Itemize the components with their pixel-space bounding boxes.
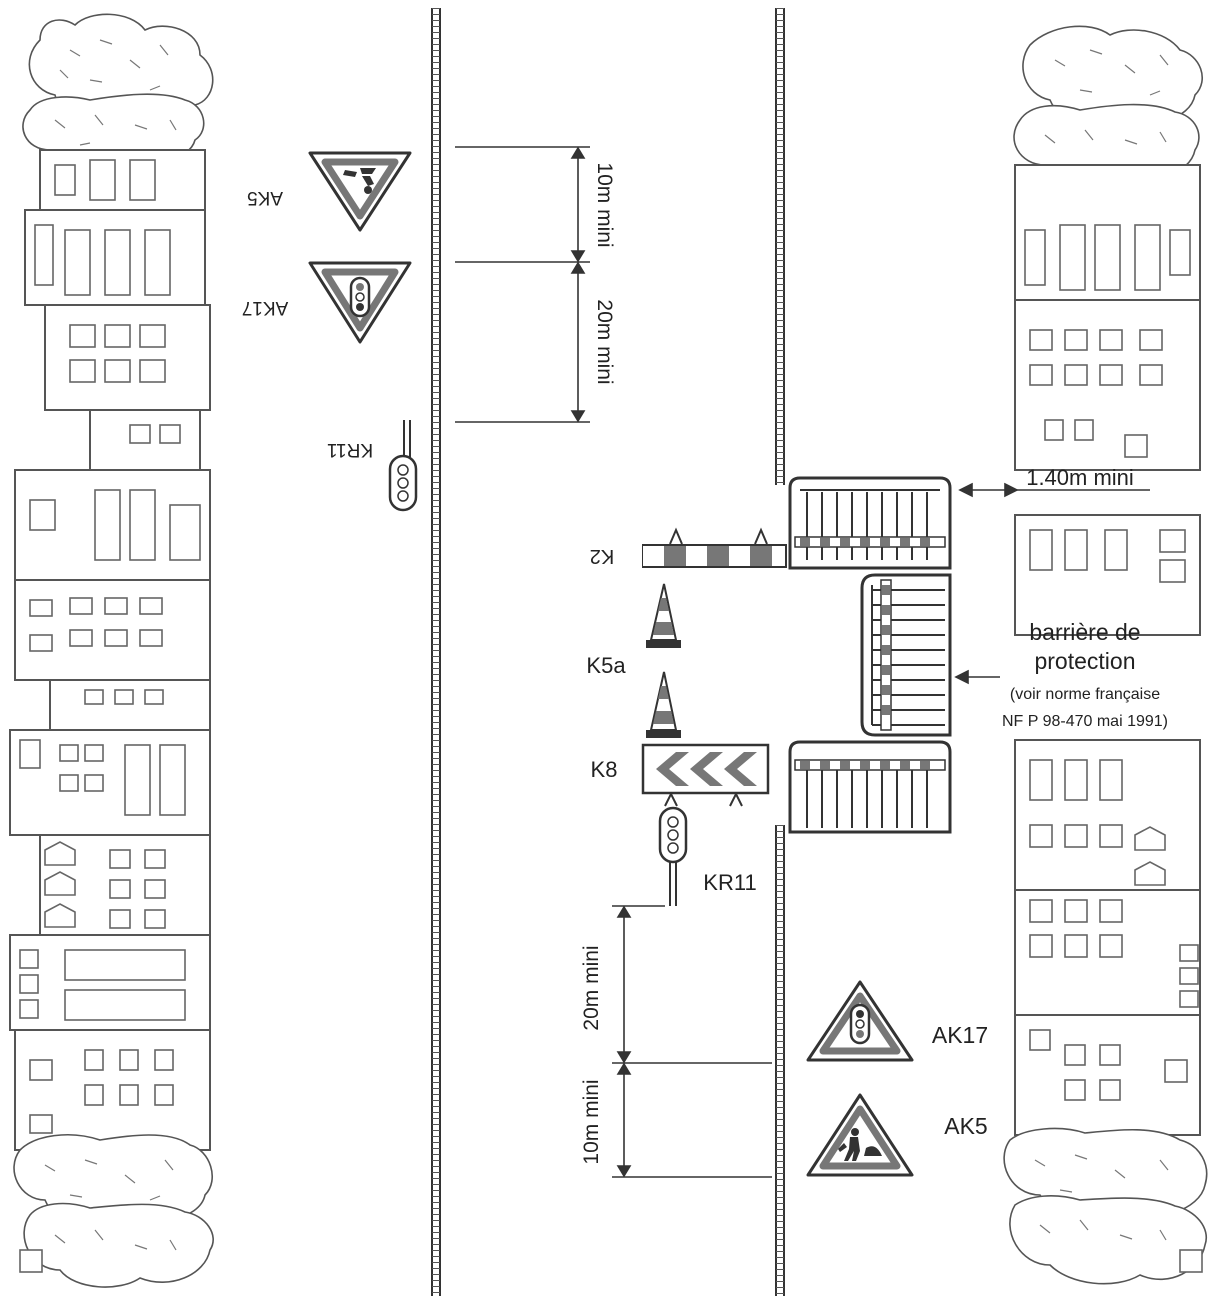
dim-10m-bottom-label: 10m mini xyxy=(580,1079,603,1164)
ak5-sign-bottom xyxy=(806,1093,914,1177)
barrier-label-line2: protection xyxy=(1034,648,1135,674)
dim-20m-top-label: 20m mini xyxy=(593,299,616,384)
dimension-bottom xyxy=(612,905,772,1178)
ak5-top-label: AK5 xyxy=(247,187,283,208)
kr11-bottom-label: KR11 xyxy=(703,870,756,895)
k5a-cone-bottom xyxy=(646,671,681,738)
k8-chevron-panel xyxy=(641,743,770,807)
dim-10m-top-label: 10m mini xyxy=(593,162,616,247)
ak17-sign-bottom xyxy=(806,980,914,1062)
norm-label-line1: (voir norme française xyxy=(1010,686,1160,703)
norm-label-line2: NF P 98-470 mai 1991) xyxy=(1002,713,1168,730)
left-buildings-illustration xyxy=(9,13,214,1288)
ak17-sign-top xyxy=(308,261,412,344)
road-edge-left xyxy=(431,8,441,1296)
left-trees-bottom xyxy=(13,1134,214,1288)
roadworker-icon xyxy=(343,168,376,194)
sidewalk-width-dimension xyxy=(958,482,1150,498)
ak5-bottom-label: AK5 xyxy=(944,1113,987,1139)
dim-20m-bottom-label: 20m mini xyxy=(580,945,603,1030)
dimension-top xyxy=(455,146,590,423)
k5a-label: K5a xyxy=(586,653,626,678)
left-trees-top xyxy=(22,13,214,170)
traffic-light-icon xyxy=(849,1003,871,1045)
k8-label: K8 xyxy=(591,757,618,782)
kr11-top-label: KR11 xyxy=(327,439,373,460)
kr11-light-bottom xyxy=(658,806,688,906)
protection-barrier-middle xyxy=(860,573,952,737)
protection-barrier-top xyxy=(788,476,952,570)
k5a-cone-top xyxy=(646,583,681,648)
right-buildings-illustration xyxy=(1003,25,1208,1285)
barrier-label-line1: barrière de xyxy=(1029,619,1140,645)
ak5-sign-top xyxy=(308,151,412,232)
k2-barrier xyxy=(642,527,787,568)
k2-label: K2 xyxy=(590,545,614,567)
roadworker-icon xyxy=(838,1128,882,1161)
barrier-callout-arrow xyxy=(954,669,1000,685)
ak17-bottom-label: AK17 xyxy=(932,1022,988,1048)
ak17-top-label: AK17 xyxy=(242,297,288,318)
sidewalk-width-label: 1.40m mini xyxy=(1026,465,1134,490)
traffic-light-icon xyxy=(349,276,371,318)
protection-barrier-bottom xyxy=(788,740,952,834)
kr11-light-top xyxy=(388,420,418,512)
road-edge-right xyxy=(775,8,785,1296)
